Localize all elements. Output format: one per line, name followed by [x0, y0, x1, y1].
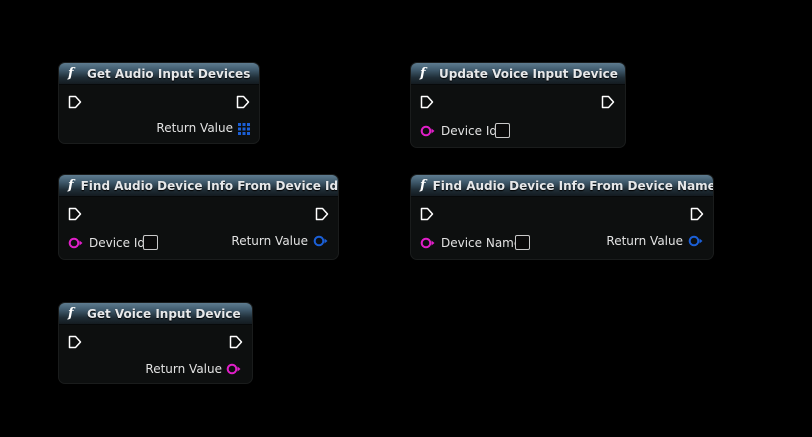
exec-in-pin-icon[interactable]: [420, 95, 434, 109]
node-title: Get Voice Input Device: [87, 306, 241, 321]
node-get-audio-input-devices[interactable]: f Get Audio Input Devices Return Value: [59, 63, 259, 143]
node-find-audio-device-info-from-device-name[interactable]: f Find Audio Device Info From Device Nam…: [411, 175, 713, 259]
device-id-label: Device Id: [89, 236, 146, 250]
exec-out-pin-icon[interactable]: [315, 207, 329, 221]
node-header[interactable]: f Get Audio Input Devices: [59, 63, 259, 85]
exec-out-pin-icon[interactable]: [690, 207, 704, 221]
exec-in-pin-icon[interactable]: [68, 95, 82, 109]
string-pin-icon[interactable]: [420, 125, 436, 137]
return-value-label: Return Value: [231, 234, 308, 248]
return-value-label: Return Value: [606, 234, 683, 248]
string-pin-icon[interactable]: [68, 237, 84, 249]
device-id-label: Device Id: [441, 124, 498, 138]
struct-pin-icon[interactable]: [688, 235, 704, 247]
string-pin-icon[interactable]: [420, 237, 436, 249]
return-value-label: Return Value: [145, 362, 222, 376]
array-grid-icon[interactable]: [238, 123, 250, 135]
node-title: Find Audio Device Info From Device Name: [432, 178, 713, 193]
exec-in-pin-icon[interactable]: [420, 207, 434, 221]
string-pin-icon[interactable]: [226, 363, 242, 375]
function-icon: f: [420, 178, 426, 193]
device-id-checkbox[interactable]: [143, 235, 158, 250]
function-icon: f: [68, 66, 74, 81]
node-find-audio-device-info-from-device-id[interactable]: f Find Audio Device Info From Device Id …: [59, 175, 338, 259]
device-name-label: Device Name: [441, 236, 522, 250]
node-get-voice-input-device[interactable]: f Get Voice Input Device Return Value: [59, 303, 252, 383]
node-header[interactable]: f Update Voice Input Device: [411, 63, 625, 85]
function-icon: f: [420, 66, 426, 81]
exec-in-pin-icon[interactable]: [68, 335, 82, 349]
node-title: Get Audio Input Devices: [87, 66, 251, 81]
node-title: Find Audio Device Info From Device Id: [80, 178, 338, 193]
exec-out-pin-icon[interactable]: [601, 95, 615, 109]
node-update-voice-input-device[interactable]: f Update Voice Input Device Device Id: [411, 63, 625, 147]
node-title: Update Voice Input Device: [439, 66, 618, 81]
node-header[interactable]: f Get Voice Input Device: [59, 303, 252, 325]
device-name-checkbox[interactable]: [515, 235, 530, 250]
exec-in-pin-icon[interactable]: [68, 207, 82, 221]
function-icon: f: [68, 306, 74, 321]
exec-out-pin-icon[interactable]: [229, 335, 243, 349]
exec-out-pin-icon[interactable]: [236, 95, 250, 109]
function-icon: f: [68, 178, 74, 193]
struct-pin-icon[interactable]: [313, 235, 329, 247]
node-header[interactable]: f Find Audio Device Info From Device Nam…: [411, 175, 713, 197]
device-id-checkbox[interactable]: [495, 123, 510, 138]
node-header[interactable]: f Find Audio Device Info From Device Id: [59, 175, 338, 197]
return-value-label: Return Value: [156, 121, 233, 135]
